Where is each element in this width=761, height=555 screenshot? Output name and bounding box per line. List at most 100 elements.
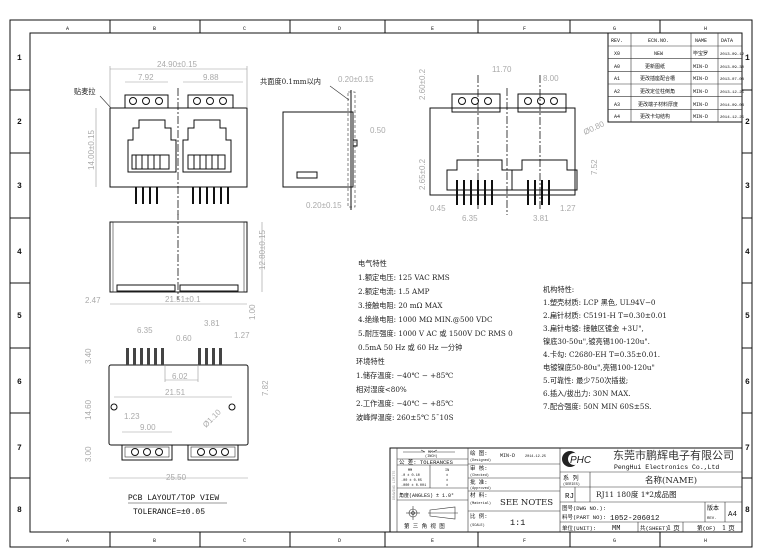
- note-line: 相对湿度<80%: [356, 385, 407, 394]
- tolerances-label: 公 差: TOLERANCES: [399, 458, 454, 466]
- dim-pcb-21-51: 21.51: [165, 388, 186, 397]
- column-label: F: [523, 538, 526, 544]
- column-labels-top: A B C D E F G H: [66, 26, 707, 32]
- note-line: 5.可靠性: 最少750次插拔;: [543, 376, 628, 385]
- note-line: 3.扁针电镀: 接触区镀金 +3U",: [543, 324, 644, 333]
- dwg-no-label: 图号(DWG NO.):: [562, 504, 606, 512]
- note-line: 6.插入/拔出力: 30N MAX.: [543, 389, 631, 398]
- rev-cell: A3: [614, 102, 620, 108]
- dim-pcb-25-50: 25.50: [166, 473, 187, 482]
- scale-value: 1:1: [510, 518, 525, 528]
- dim-rear-hole: Ø0.80: [582, 119, 606, 137]
- dim-front-right: 9.88: [203, 73, 219, 82]
- revision-table: REV. ECN.NO. NAME DATA X0 NEW 毕宝罗 2013-0…: [607, 32, 745, 123]
- angles-tolerance: 角度(ANGLES) ± 1.0°: [399, 492, 454, 499]
- note-line: 0.5mA 50 Hz 或 60 Hz 一分钟: [358, 343, 462, 352]
- rev-cell: A0: [614, 64, 620, 70]
- tol-plus: ±: [446, 484, 448, 488]
- tol-plus: ±: [446, 474, 448, 478]
- row-labels: 1 2 3 4 5 6 7 8 1 2 3 4 5 6 7 8: [17, 54, 750, 515]
- dim-rear-7-52: 7.52: [590, 159, 599, 175]
- dim-rear-2-60: 2.60±0.2: [418, 68, 427, 100]
- dim-rear-0-45: 0.45: [430, 204, 446, 213]
- row-label: 2: [17, 118, 22, 127]
- note-line: 2.扁针材质: C5191-H T=0.30±0.01: [543, 311, 667, 320]
- row-label: 6: [17, 378, 22, 387]
- dim-pcb-6-35: 6.35: [137, 326, 153, 335]
- row-label: 6: [745, 378, 750, 387]
- rev-cell: A4: [614, 114, 620, 120]
- coplanarity-note: 共面度0.1mm以内: [260, 77, 321, 86]
- note-line: 1.额定电压: 125 VAC RMS: [358, 273, 450, 282]
- dim-bottom-2-47: 2.47: [85, 296, 101, 305]
- column-label: D: [338, 26, 341, 32]
- table-row: X0 NEW 毕宝罗 2013-09-12: [614, 50, 745, 57]
- note-line: 7.配合强度: 50N MIN 60S±5S.: [543, 402, 651, 411]
- electrical-notes: 电气特性 1.额定电压: 125 VAC RMS 2.额定电流: 1.5 AMP…: [356, 259, 513, 422]
- part-no-label: 料号(PART NO):: [562, 513, 606, 521]
- designed-label: 绘 图:: [470, 449, 488, 457]
- dim-pcb-3-81: 3.81: [204, 319, 220, 328]
- third-angle-projection-icon: [406, 506, 458, 520]
- column-label: A: [66, 538, 69, 544]
- dim-pcb-9-00: 9.00: [140, 423, 156, 432]
- dim-side-mid: 0.50: [370, 126, 386, 135]
- rev-header: REV.: [611, 38, 623, 44]
- tol-row: .00 ± 0.05: [401, 479, 422, 483]
- of-label: 第(OF): [697, 524, 716, 532]
- rev-cell: A2: [614, 89, 620, 95]
- table-row: A2 更改定位柱倒角 MIN-D 2013-12-25: [614, 88, 745, 95]
- company-logo: PHC: [562, 451, 592, 467]
- note-line: 2.工作温度: −40℃ − +85℃: [356, 399, 453, 408]
- tol-col-mm: MM: [408, 469, 412, 473]
- title-block: DRAWING LIMITS MM (INCH) 公 差: TOLERANCES…: [389, 447, 743, 533]
- row-label: 2: [745, 118, 750, 127]
- dim-pcb-6-02: 6.02: [172, 372, 188, 381]
- pcb-layout-title: PCB LAYOUT/TOP VIEW: [128, 494, 219, 503]
- rear-view: 11.70 8.00 2.60±0.2 2.65±0.2 Ø0.80 7.52 …: [418, 65, 606, 223]
- dim-bottom-width: 21.51±0.1: [165, 295, 201, 304]
- checked-sub: (Checked): [470, 473, 489, 478]
- ecn-cell: NEW: [654, 51, 663, 57]
- dim-rear-2-65: 2.65±0.2: [418, 158, 427, 190]
- dim-front-left: 7.92: [138, 73, 154, 82]
- date-cell: 2013-12-25: [720, 91, 745, 95]
- column-label: G: [613, 26, 616, 32]
- column-label: C: [243, 538, 246, 544]
- row-label: 5: [17, 312, 22, 321]
- rev-value: A4: [728, 511, 738, 519]
- column-label: B: [153, 538, 156, 544]
- scale-label: 比 例:: [470, 512, 488, 520]
- company-name-cn: 东莞市鹏辉电子有限公司: [613, 448, 734, 462]
- mechanical-notes: 机构特性: 1.塑壳材质: LCP 黑色, UL94V−0 2.扁针材质: C5…: [543, 285, 667, 411]
- mylar-label: 贴麦拉: [74, 87, 96, 96]
- ecn-cell: 更改插座配合槽: [640, 75, 675, 82]
- pcb-tolerance: TOLERANCE=±0.05: [133, 508, 205, 517]
- series-label: 系 列: [563, 474, 579, 482]
- approved-label: 批 准:: [470, 478, 488, 486]
- note-line: 3.接触电阻: 20 mΩ MAX: [358, 301, 443, 310]
- note-line: 2.额定电流: 1.5 AMP: [358, 287, 430, 296]
- name-cell: 毕宝罗: [693, 50, 708, 57]
- column-label: B: [153, 26, 156, 32]
- name-cell: MIN-D: [693, 76, 708, 82]
- dim-bottom-1-00: 1.00: [248, 304, 257, 320]
- dim-rear-11-70: 11.70: [492, 65, 512, 74]
- row-label: 8: [17, 506, 22, 515]
- row-label: 1: [17, 54, 22, 63]
- note-line: 1.塑壳材质: LCP 黑色, UL94V−0: [543, 298, 656, 307]
- dim-pcb-3-00: 3.00: [84, 446, 93, 462]
- name-cell: MIN-D: [693, 114, 708, 120]
- series-sub: (SERIES): [563, 482, 580, 487]
- row-label: 3: [17, 182, 22, 191]
- unit-label: 单位(UNIT):: [562, 524, 596, 532]
- approved-sub: (Approved): [470, 486, 491, 491]
- dim-pcb-1-27: 1.27: [234, 331, 250, 340]
- drawing-limits-text: DRAWING LIMITS: [393, 471, 397, 500]
- dim-rear-3-81: 3.81: [533, 214, 549, 223]
- unit-value: MM: [612, 525, 620, 533]
- date-cell: 2013-09-30: [720, 66, 745, 70]
- column-label: E: [431, 538, 434, 544]
- part-number: 1052-206012: [610, 515, 660, 523]
